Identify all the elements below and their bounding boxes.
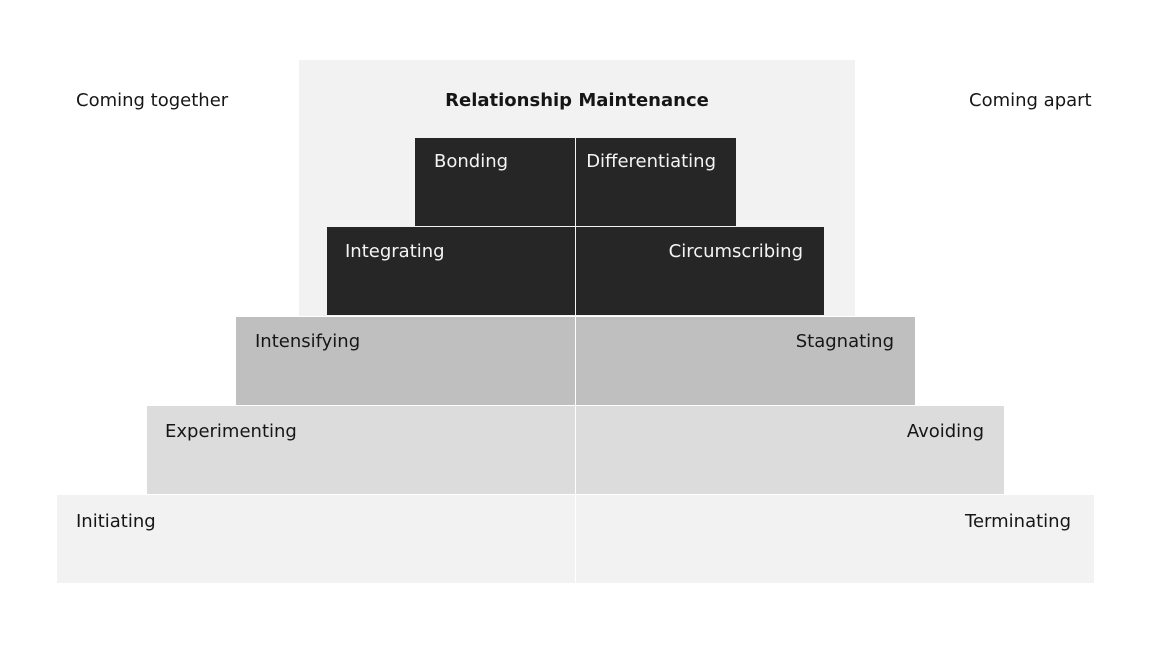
stage-terminating-label: Terminating xyxy=(965,511,1071,532)
stage-integrating: Integrating xyxy=(327,227,575,315)
stage-avoiding: Avoiding xyxy=(576,406,1004,494)
stage-intensifying-label: Intensifying xyxy=(255,331,361,352)
stage-experimenting: Experimenting xyxy=(147,406,575,494)
stage-circumscribing: Circumscribing xyxy=(576,227,824,315)
stage-differentiating: Differentiating xyxy=(576,138,736,226)
stage-bonding: Bonding xyxy=(415,138,575,226)
coming-together-label: Coming together xyxy=(76,90,229,111)
stage-integrating-label: Integrating xyxy=(345,241,445,262)
coming-apart-label: Coming apart xyxy=(969,90,1092,111)
stage-stagnating: Stagnating xyxy=(576,317,915,405)
stage-differentiating-label: Differentiating xyxy=(586,151,716,172)
stage-intensifying: Intensifying xyxy=(236,317,575,405)
stage-experimenting-label: Experimenting xyxy=(165,421,297,442)
stage-stagnating-label: Stagnating xyxy=(795,331,894,352)
stage-bonding-label: Bonding xyxy=(434,151,509,172)
stage-initiating-label: Initiating xyxy=(76,511,156,532)
stage-initiating: Initiating xyxy=(57,495,575,583)
diagram-title: Relationship Maintenance xyxy=(445,90,709,111)
stage-terminating: Terminating xyxy=(576,495,1094,583)
stage-avoiding-label: Avoiding xyxy=(906,421,984,442)
stage-circumscribing-label: Circumscribing xyxy=(668,241,803,262)
